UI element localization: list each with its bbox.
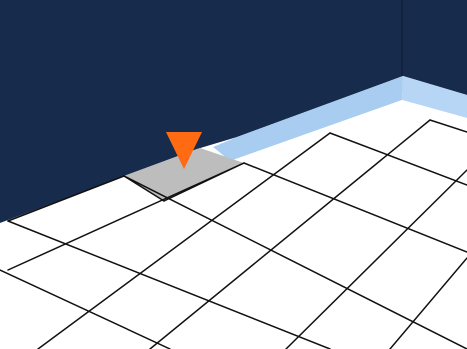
room-scene — [0, 0, 467, 349]
game-viewport[interactable] — [0, 0, 467, 349]
